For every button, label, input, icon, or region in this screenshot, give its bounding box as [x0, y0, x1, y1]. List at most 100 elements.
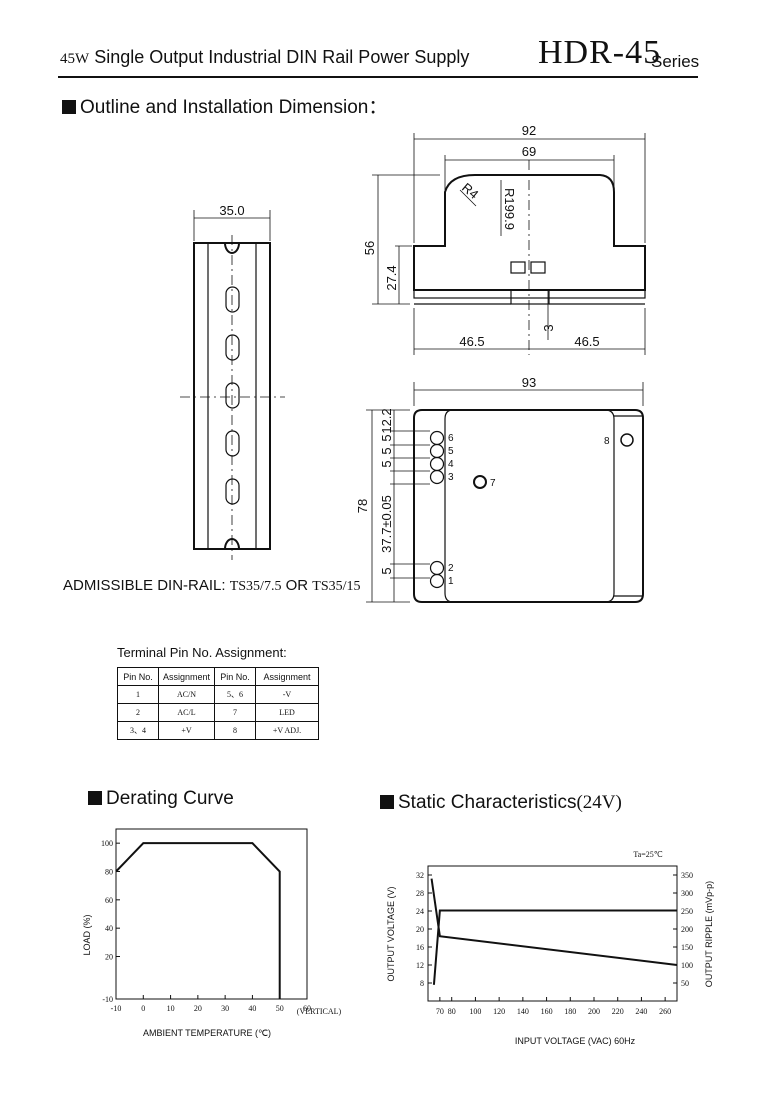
table-cell: LED	[255, 703, 319, 722]
x-tick-label: 70	[436, 1007, 444, 1016]
y-tick-label: 20	[105, 953, 113, 962]
side-view-drawing	[372, 133, 646, 355]
pin-label-5: 5	[448, 446, 454, 457]
header-model: HDR-45	[538, 34, 662, 71]
bullet-square-icon	[62, 100, 76, 114]
y-tick-label: 12	[416, 961, 424, 970]
dim-h27: 27.4	[384, 265, 399, 290]
static-chart: OUTPUT VOLTAGE (V) OUTPUT RIPPLE (mVp-p)…	[386, 850, 714, 1046]
dim-p5c: 5	[379, 460, 394, 467]
derating-heading-text: Derating Curve	[106, 788, 234, 809]
header-title: 45W Single Output Industrial DIN Rail Po…	[60, 47, 469, 68]
derating-chart: LOAD (%) AMBIENT TEMPERATURE (℃) (VERTIC…	[82, 828, 342, 1038]
col-header: Assignment	[158, 667, 215, 686]
outline-heading-text: Outline and Installation Dimension：	[80, 97, 388, 118]
dim-p5d: 5	[379, 567, 394, 574]
x-tick-label: 220	[612, 1007, 624, 1016]
y-tick-label: 100	[101, 839, 113, 848]
table-cell: 8	[214, 721, 256, 740]
pin-label-1: 1	[448, 576, 454, 587]
dim-width-inner: 69	[522, 144, 536, 159]
y-tick-label: 8	[420, 979, 424, 988]
static-ylabel-right: OUTPUT RIPPLE (mVp-p)	[704, 881, 714, 987]
static-heading-suffix: (24V)	[576, 792, 622, 813]
y-tick-label: 40	[105, 924, 113, 933]
dim-d3: 3	[541, 324, 556, 331]
dim-p12: 12.2	[379, 408, 394, 433]
x-tick-label: -10	[111, 1004, 122, 1013]
x-tick-label: 40	[248, 1004, 256, 1013]
y2-tick-label: 150	[681, 943, 693, 952]
bullet-square-icon	[380, 795, 394, 809]
derating-heading: Derating Curve	[88, 788, 234, 810]
header-rule	[58, 76, 698, 78]
bullet-square-icon	[88, 791, 102, 805]
din-rail-drawing	[180, 210, 285, 560]
y-tick-label: 80	[105, 868, 113, 877]
ripple-curve	[430, 878, 678, 966]
y-tick-label: 16	[416, 943, 424, 952]
y2-tick-label: 250	[681, 907, 693, 916]
terminal-title: Terminal Pin No. Assignment:	[117, 645, 287, 660]
voltage-curve	[432, 909, 677, 985]
pin-label-6: 6	[448, 433, 454, 444]
table-cell: AC/L	[158, 703, 215, 722]
table-row: 1 AC/N 5、6 -V	[117, 685, 319, 704]
dim-h56: 56	[362, 241, 377, 255]
x-tick-label: 10	[167, 1004, 175, 1013]
pin-label-8: 8	[604, 436, 610, 447]
derating-ylabel: LOAD (%)	[82, 914, 92, 955]
dim-p5b: 5	[379, 447, 394, 454]
x-tick-label: 160	[541, 1007, 553, 1016]
y-tick-label: -10	[102, 995, 113, 1004]
table-cell: 2	[117, 703, 159, 722]
x-tick-label: 30	[221, 1004, 229, 1013]
x-tick-label: 180	[564, 1007, 576, 1016]
table-row: 2 AC/L 7 LED	[117, 703, 319, 722]
col-header: Pin No.	[214, 667, 256, 686]
din-rail-label-text: ADMISSIBLE DIN-RAIL:	[63, 577, 226, 594]
dim-rail: 35.0	[219, 203, 244, 218]
x-tick-label: 20	[194, 1004, 202, 1013]
table-cell: AC/N	[158, 685, 215, 704]
table-cell: 1	[117, 685, 159, 704]
x-tick-label: 0	[141, 1004, 145, 1013]
derating-xnote: (VERTICAL)	[297, 1007, 342, 1016]
table-cell: +V ADJ.	[255, 721, 319, 740]
x-tick-label: 80	[448, 1007, 456, 1016]
static-heading-text: Static Characteristics	[398, 792, 577, 813]
outline-drawing: 35.0 92 69 R4 R199.9 56 27.4 3 46.5 46.5…	[180, 123, 646, 603]
x-tick-label: 140	[517, 1007, 529, 1016]
dim-width-bottom: 93	[522, 375, 536, 390]
dim-width-top: 92	[522, 123, 536, 138]
dim-h78: 78	[355, 499, 370, 513]
derating-xlabel: AMBIENT TEMPERATURE (℃)	[143, 1028, 271, 1038]
x-tick-label: 50	[276, 1004, 284, 1013]
outline-heading: Outline and Installation Dimension：	[62, 92, 387, 119]
pin-label-3: 3	[448, 472, 454, 483]
dim-p37: 37.7±0.05	[379, 495, 394, 553]
table-cell: +V	[158, 721, 215, 740]
dim-r199: R199.9	[502, 188, 517, 230]
header-series: Series	[651, 52, 700, 71]
din-rail-option-2: TS35/15	[312, 579, 361, 594]
pin-label-2: 2	[448, 563, 454, 574]
x-tick-label: 260	[659, 1007, 671, 1016]
front-view-drawing	[366, 382, 644, 603]
terminal-table: Pin No. Assignment Pin No. Assignment 1 …	[117, 667, 319, 740]
x-tick-label: 120	[493, 1007, 505, 1016]
static-note: Ta=25℃	[633, 850, 662, 859]
x-tick-label: 240	[635, 1007, 647, 1016]
table-cell: 3、4	[117, 721, 159, 740]
table-row: 3、4 +V 8 +V ADJ.	[117, 721, 319, 740]
pin-label-4: 4	[448, 459, 454, 470]
dim-r4: R4	[459, 180, 481, 202]
col-header: Assignment	[255, 667, 319, 686]
table-cell: 7	[214, 703, 256, 722]
dim-p5a: 5	[379, 434, 394, 441]
y-tick-label: 32	[416, 871, 424, 880]
y-tick-label: 28	[416, 889, 424, 898]
din-rail-option-1: TS35/7.5	[229, 579, 282, 594]
static-ylabel-left: OUTPUT VOLTAGE (V)	[386, 886, 396, 981]
table-cell: -V	[255, 685, 319, 704]
